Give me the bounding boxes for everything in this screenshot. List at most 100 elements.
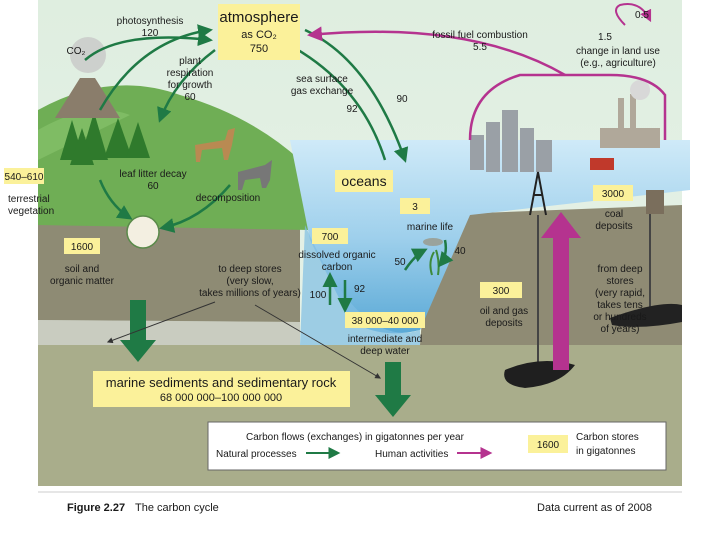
soil-value: 1600 [71,242,94,253]
right-ground [420,205,682,345]
fossil-fuel-arrow [468,73,667,141]
volcano [55,78,120,118]
sea-surface-value: 92 [346,104,358,115]
factory-smoke [630,80,650,100]
caption-note: Data current as of 2008 [537,502,652,514]
wolf [238,160,272,190]
deep-fast-l5: or hundreds [593,312,646,323]
coal-l2: deposits [595,221,632,232]
plant-respiration-arrow [157,49,216,123]
oil-gas-box [480,282,522,298]
photosynthesis-arrow [98,24,213,111]
slow-store-arrow-left [106,301,216,344]
land-use-top-value: 0.5 [635,10,649,21]
intermediate-box [345,312,425,328]
deep-fast-l3: (very rapid, [595,288,645,299]
soil-box [64,238,100,254]
oil-gas-value: 300 [493,286,510,297]
sea-surface-l2: gas exchange [291,86,354,97]
terrestrial-l2: vegetation [8,206,54,217]
atmosphere-title: atmosphere [219,9,298,26]
ocean-to-sediment-arrow [375,362,411,417]
coal-seam [610,303,682,327]
legend-sample-box [528,435,568,453]
down-flow-value: 92 [354,284,366,295]
decomposers-icon [126,215,160,249]
dissolved-l2: carbon [322,262,353,273]
intermediate-l2: deep water [360,346,410,357]
coal-l1: coal [605,209,623,220]
dissolved-box [312,228,348,244]
factory [600,94,660,148]
marine-life-label: marine life [407,222,454,233]
eruption-smoke [70,37,106,73]
marine-life-in-value: 50 [394,257,406,268]
coal-value: 3000 [602,189,625,200]
legend-stores-l1: Carbon stores [576,432,639,443]
leaf-litter-arrow [98,179,133,220]
intermediate-l1: intermediate and [348,334,423,345]
oil-gas-l1: oil and gas [480,306,528,317]
deer [195,128,235,162]
sediments-box [93,371,350,407]
human-to-atmosphere-arrow [307,26,566,77]
up-flow-value: 100 [310,290,327,301]
oil-gas-l2: deposits [485,318,522,329]
terrestrial-value: 540–610 [5,172,44,183]
city-skyline [470,110,552,172]
terrestrial-l1: terrestrial [8,194,50,205]
coal-box [593,185,633,201]
atmosphere-box [218,4,300,60]
tractor [590,158,614,170]
deep-fast-l4: takes tens [597,300,643,311]
plant-respiration-l3: for growth [168,80,212,91]
legend-flows: Carbon flows (exchanges) in gigatonnes p… [246,432,465,443]
coal-mine [646,190,664,214]
marine-life-in-arrow [403,248,428,271]
oil-rig [529,171,547,216]
soil-l1: soil and [65,264,99,275]
atmosphere-sub: as CO₂ [241,29,276,41]
decomposition-arrow [159,184,231,233]
ocean-to-air-value: 90 [396,94,408,105]
leaf-litter-value: 60 [147,181,159,192]
caption-figure: Figure 2.27 [67,502,125,514]
plant-respiration-value: 60 [184,92,196,103]
deep-fast-l6: of years) [601,324,640,335]
decomposition-label: decomposition [196,193,260,204]
marine-life-value: 3 [412,202,418,213]
deep-stores-rapid-arrow [541,212,581,370]
caption-title: The carbon cycle [135,502,219,514]
oceans-label: oceans [341,173,386,189]
legend: Carbon flows (exchanges) in gigatonnes p… [207,421,667,471]
photosynthesis-label: photosynthesis [117,16,184,27]
sea-surface-l1: sea surface [296,74,348,85]
land-use-l1: change in land use [576,46,660,57]
legend-natural: Natural processes [216,449,297,460]
photosynthesis-value: 120 [142,28,159,39]
marine-life-out-value: 40 [454,246,466,257]
leaf-litter-label: leaf litter decay [119,169,186,180]
deep-stores-slow-l3: takes millions of years) [199,288,301,299]
soil-layer [38,220,300,322]
volcano-co2-arrow [84,31,213,61]
deep-fast-l2: stores [606,276,633,287]
oceans-box [335,170,393,192]
marine-life-box [400,198,430,214]
land-use-value: 1.5 [598,32,612,43]
sediments-title: marine sediments and sedimentary rock [106,375,337,390]
plant-respiration-l1: plant [179,56,201,67]
deep-stores-slow-l1: to deep stores [218,264,281,275]
atmosphere-value: 750 [250,43,268,55]
land-use-l2: (e.g., agriculture) [580,58,656,69]
ocean-depth [300,225,420,345]
marine-life-out-arrow [438,239,454,268]
fossil-fuel-value: 5.5 [473,42,487,53]
deep-fast-l1: from deep [597,264,642,275]
intermediate-value: 38 000–40 000 [352,316,419,327]
plant-respiration-l2: respiration [167,68,214,79]
fish-icon [423,238,443,246]
sediments-value: 68 000 000–100 000 000 [160,392,282,404]
deep-stores-slow-l2: (very slow, [226,276,273,287]
